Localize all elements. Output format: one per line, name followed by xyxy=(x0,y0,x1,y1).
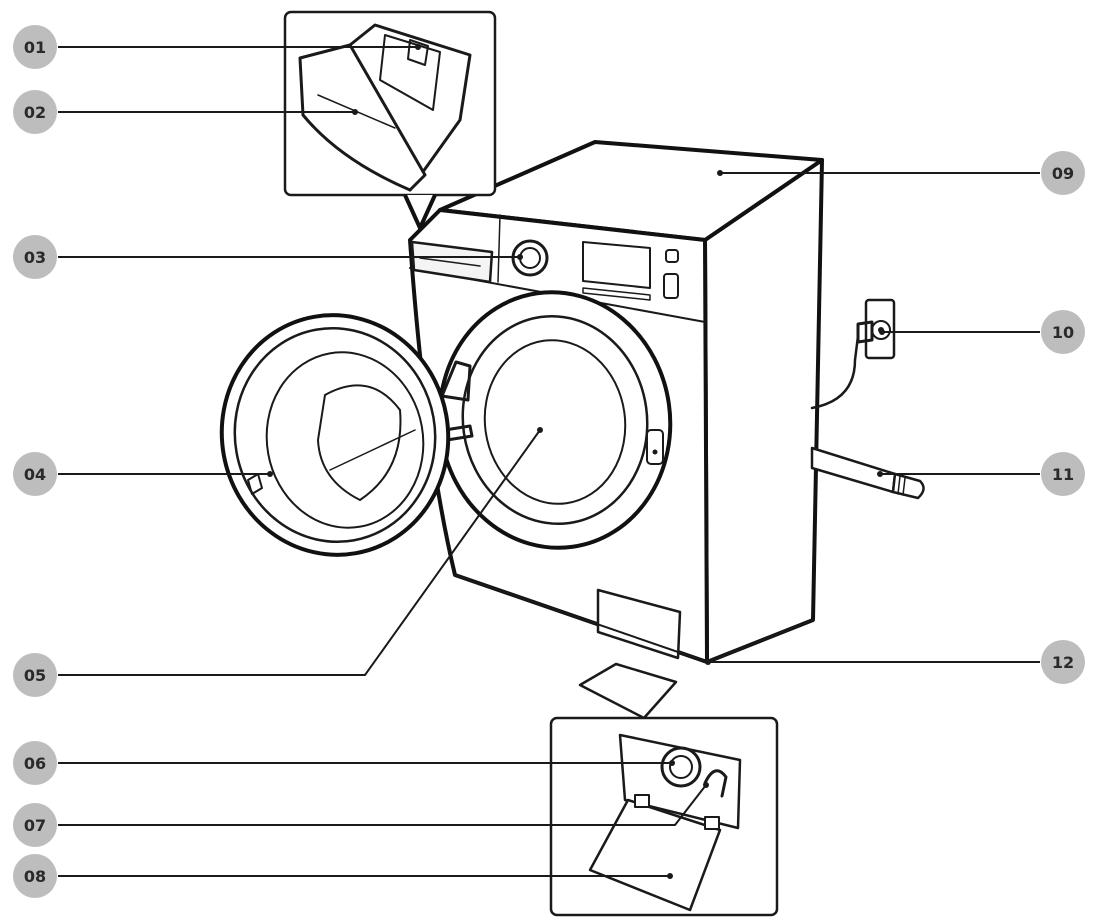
callout-number: 11 xyxy=(1052,465,1074,484)
callout-06: 06 xyxy=(13,741,57,785)
callout-number: 07 xyxy=(24,816,46,835)
filter-inset xyxy=(551,664,777,915)
callout-number: 06 xyxy=(24,754,46,773)
callout-02: 02 xyxy=(13,90,57,134)
callout-09: 09 xyxy=(1041,151,1085,195)
callout-number: 12 xyxy=(1052,653,1074,672)
callout-05: 05 xyxy=(13,653,57,697)
callout-number: 05 xyxy=(24,666,46,685)
callout-12: 12 xyxy=(1041,640,1085,684)
detergent-drawer-inset xyxy=(285,12,495,228)
callout-number: 04 xyxy=(24,465,46,484)
callout-08: 08 xyxy=(13,854,57,898)
callout-01: 01 xyxy=(13,25,57,69)
callout-number: 08 xyxy=(24,867,46,886)
power-plug xyxy=(812,300,894,408)
callout-04: 04 xyxy=(13,452,57,496)
washing-machine xyxy=(410,142,822,662)
callout-number: 02 xyxy=(24,103,46,122)
callout-number: 01 xyxy=(24,38,46,57)
callout-number: 09 xyxy=(1052,164,1074,183)
callout-number: 03 xyxy=(24,248,46,267)
callout-07: 07 xyxy=(13,803,57,847)
callout-03: 03 xyxy=(13,235,57,279)
callout-number: 10 xyxy=(1052,323,1074,342)
callout-10: 10 xyxy=(1041,310,1085,354)
callout-11: 11 xyxy=(1041,452,1085,496)
